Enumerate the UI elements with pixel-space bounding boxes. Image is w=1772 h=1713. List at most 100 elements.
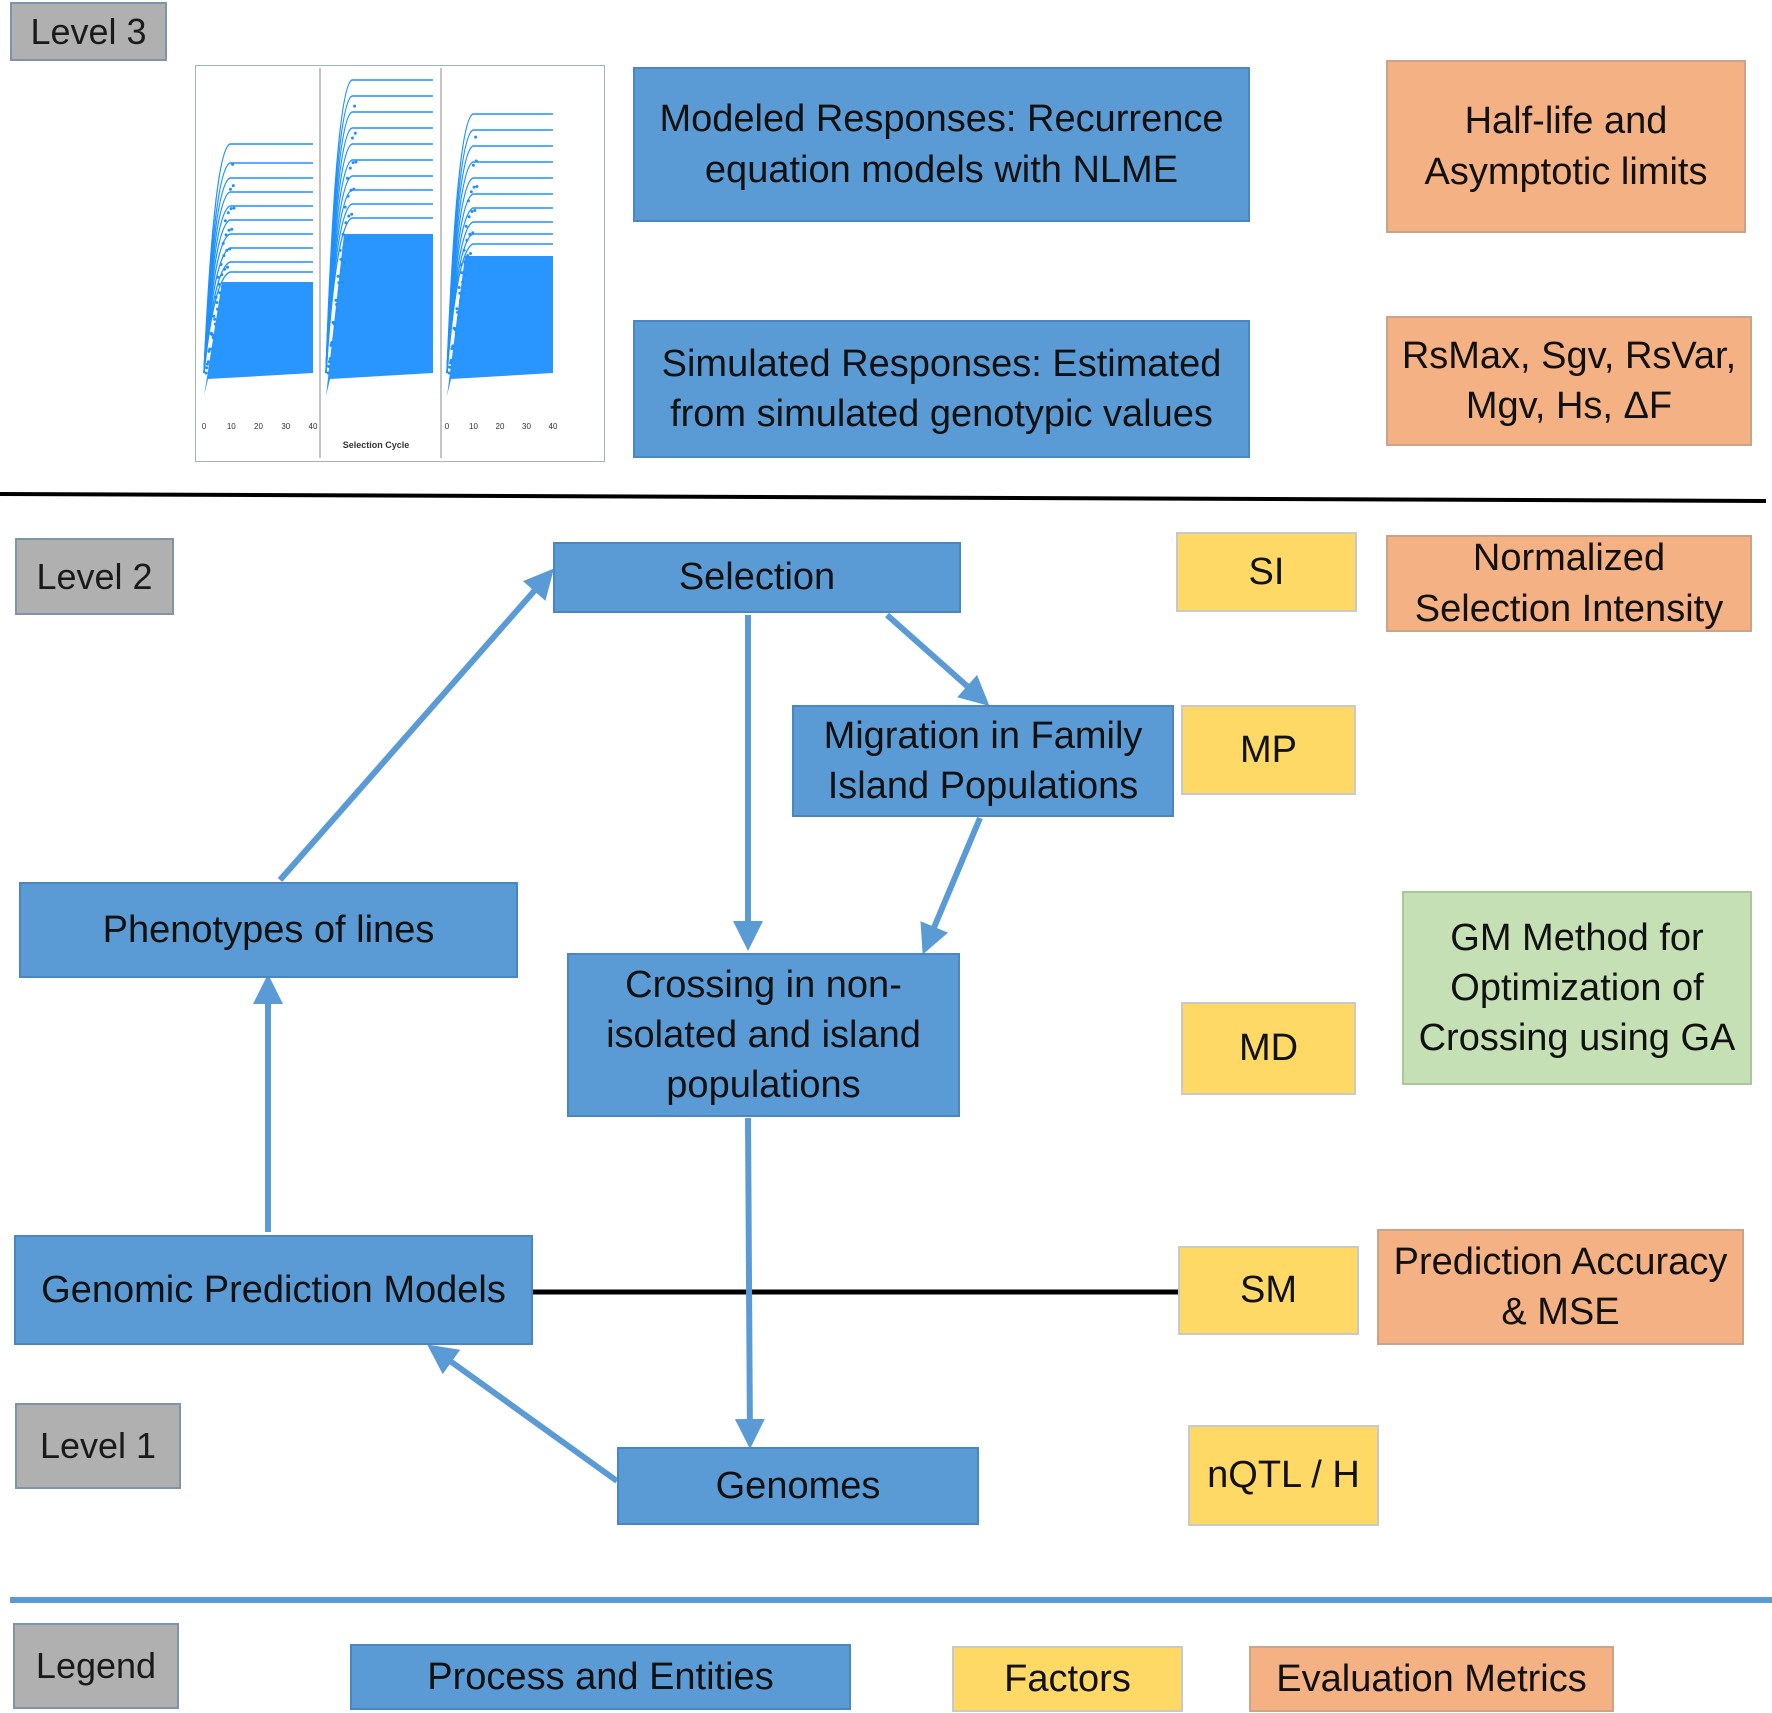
thumb-scatter-point <box>214 295 218 299</box>
rsmax-metrics-box: RsMax, Sgv, RsVar, Mgv, Hs, ΔF <box>1386 316 1752 446</box>
thumb-scatter-point <box>458 291 462 295</box>
thumb-scatter-point <box>335 309 339 312</box>
thumb-scatter-point <box>341 232 345 236</box>
thumb-scatter-point <box>327 364 331 368</box>
thumb-scatter-point <box>220 273 224 277</box>
thumb-scatter-point <box>226 211 230 215</box>
thumb-scatter-point <box>448 365 452 369</box>
arrow-crossing-to-genomes <box>734 1117 765 1449</box>
legend-factors: Factors <box>952 1646 1183 1712</box>
level-3-label: Level 3 <box>10 2 167 61</box>
thumb-scatter-point <box>227 228 231 232</box>
thumb-scatter-point <box>348 236 351 240</box>
thumb-plateau-curve <box>203 271 313 374</box>
thumb-scatter-point <box>225 248 229 252</box>
thumb-scatter-point <box>454 331 458 335</box>
thumb-scatter-point <box>338 248 342 252</box>
thumb-scatter-point <box>467 215 471 219</box>
thumb-x-tick-label: 30 <box>281 422 290 431</box>
thumb-scatter-point <box>218 291 222 295</box>
thumb-x-tick-label: 40 <box>309 422 318 431</box>
thumb-scatter-point <box>329 343 333 347</box>
thumb-scatter-point <box>469 190 473 194</box>
crossing-box: Crossing in non- isolated and island pop… <box>567 953 960 1117</box>
thumb-scatter-point <box>216 307 219 311</box>
thumb-scatter-point <box>350 136 354 140</box>
thumb-scatter-point <box>454 328 457 332</box>
thumb-scatter-point <box>226 265 229 269</box>
thumb-scatter-point <box>455 307 459 311</box>
selection-box: Selection <box>553 542 961 613</box>
thumb-scatter-point <box>456 316 460 320</box>
arrow-phenotypes-to-selection <box>277 568 554 882</box>
thumb-scatter-point <box>447 371 451 375</box>
thumb-x-tick-label: 10 <box>469 422 478 431</box>
si-factor-box: SI <box>1176 532 1357 612</box>
thumb-scatter-point <box>461 291 465 295</box>
thumb-scatter-point <box>228 187 232 191</box>
thumb-scatter-point <box>212 314 216 318</box>
thumb-scatter-point <box>473 208 477 212</box>
thumb-scatter-point <box>216 275 220 279</box>
thumb-scatter-point <box>471 163 475 167</box>
thumb-scatter-point <box>333 326 337 330</box>
thumb-scatter-point <box>350 212 354 216</box>
arrow-migration-to-crossing <box>920 816 983 955</box>
thumb-scatter-point <box>232 206 236 210</box>
thumb-scatter-point <box>463 260 467 264</box>
thumb-scatter-point <box>343 205 347 209</box>
thumb-scatter-point <box>475 185 479 188</box>
thumb-scatter-point <box>354 160 358 164</box>
arrow-genomes-to-gpm <box>427 1344 619 1484</box>
thumb-scatter-point <box>464 224 468 228</box>
thumb-response-band <box>447 256 553 396</box>
thumb-x-tick-label: 30 <box>522 422 531 431</box>
thumb-scatter-point <box>465 238 469 242</box>
thumb-scatter-point <box>462 248 466 252</box>
thumb-x-axis-label: Selection Cycle <box>343 440 410 450</box>
thumb-scatter-point <box>469 252 472 255</box>
thumb-scatter-point <box>328 357 332 361</box>
genomic-prediction-models-box: Genomic Prediction Models <box>14 1235 533 1345</box>
thumb-scatter-point <box>218 301 222 304</box>
modeled-responses-box: Modeled Responses: Recurrence equation m… <box>633 67 1250 222</box>
thumb-scatter-point <box>327 360 331 364</box>
prediction-accuracy-box: Prediction Accuracy & MSE <box>1377 1229 1744 1345</box>
arrow-selection-to-migration <box>885 612 990 706</box>
thumb-scatter-point <box>211 333 214 337</box>
level-1-label: Level 1 <box>15 1403 181 1489</box>
nqtl-factor-box: nQTL / H <box>1188 1425 1379 1526</box>
thumb-scatter-point <box>349 188 353 192</box>
thumb-scatter-point <box>353 104 357 108</box>
thumb-scatter-point <box>340 281 344 285</box>
mp-factor-box: MP <box>1181 705 1356 795</box>
thumb-scatter-point <box>344 221 348 225</box>
thumb-scatter-point <box>340 268 344 272</box>
thumb-scatter-point <box>222 254 226 258</box>
thumb-x-tick-label: 40 <box>549 422 558 431</box>
thumb-scatter-point <box>229 207 233 211</box>
thumb-scatter-point <box>456 310 460 314</box>
thumb-scatter-point <box>466 199 470 203</box>
thumb-scatter-point <box>221 285 224 289</box>
thumb-x-tick-label: 20 <box>496 422 505 431</box>
normalized-selection-intensity-box: Normalized Selection Intensity <box>1386 535 1752 632</box>
phenotypes-box: Phenotypes of lines <box>19 882 518 978</box>
thumb-scatter-point <box>471 231 475 235</box>
simulated-responses-box: Simulated Responses: Estimated from simu… <box>633 320 1250 458</box>
thumb-scatter-point <box>333 322 336 326</box>
thumb-scatter-point <box>345 238 349 242</box>
thumb-scatter-point <box>345 176 349 180</box>
thumb-scatter-point <box>326 371 330 375</box>
gm-method-box: GM Method for Optimization of Crossing u… <box>1402 891 1752 1085</box>
thumb-scatter-point <box>223 219 227 223</box>
thumb-scatter-point <box>346 194 350 198</box>
thumb-scatter-point <box>337 281 341 285</box>
thumb-scatter-point <box>231 184 235 188</box>
thumb-response-band <box>204 282 313 396</box>
thumb-scatter-point <box>219 263 223 266</box>
thumb-scatter-point <box>217 282 221 286</box>
